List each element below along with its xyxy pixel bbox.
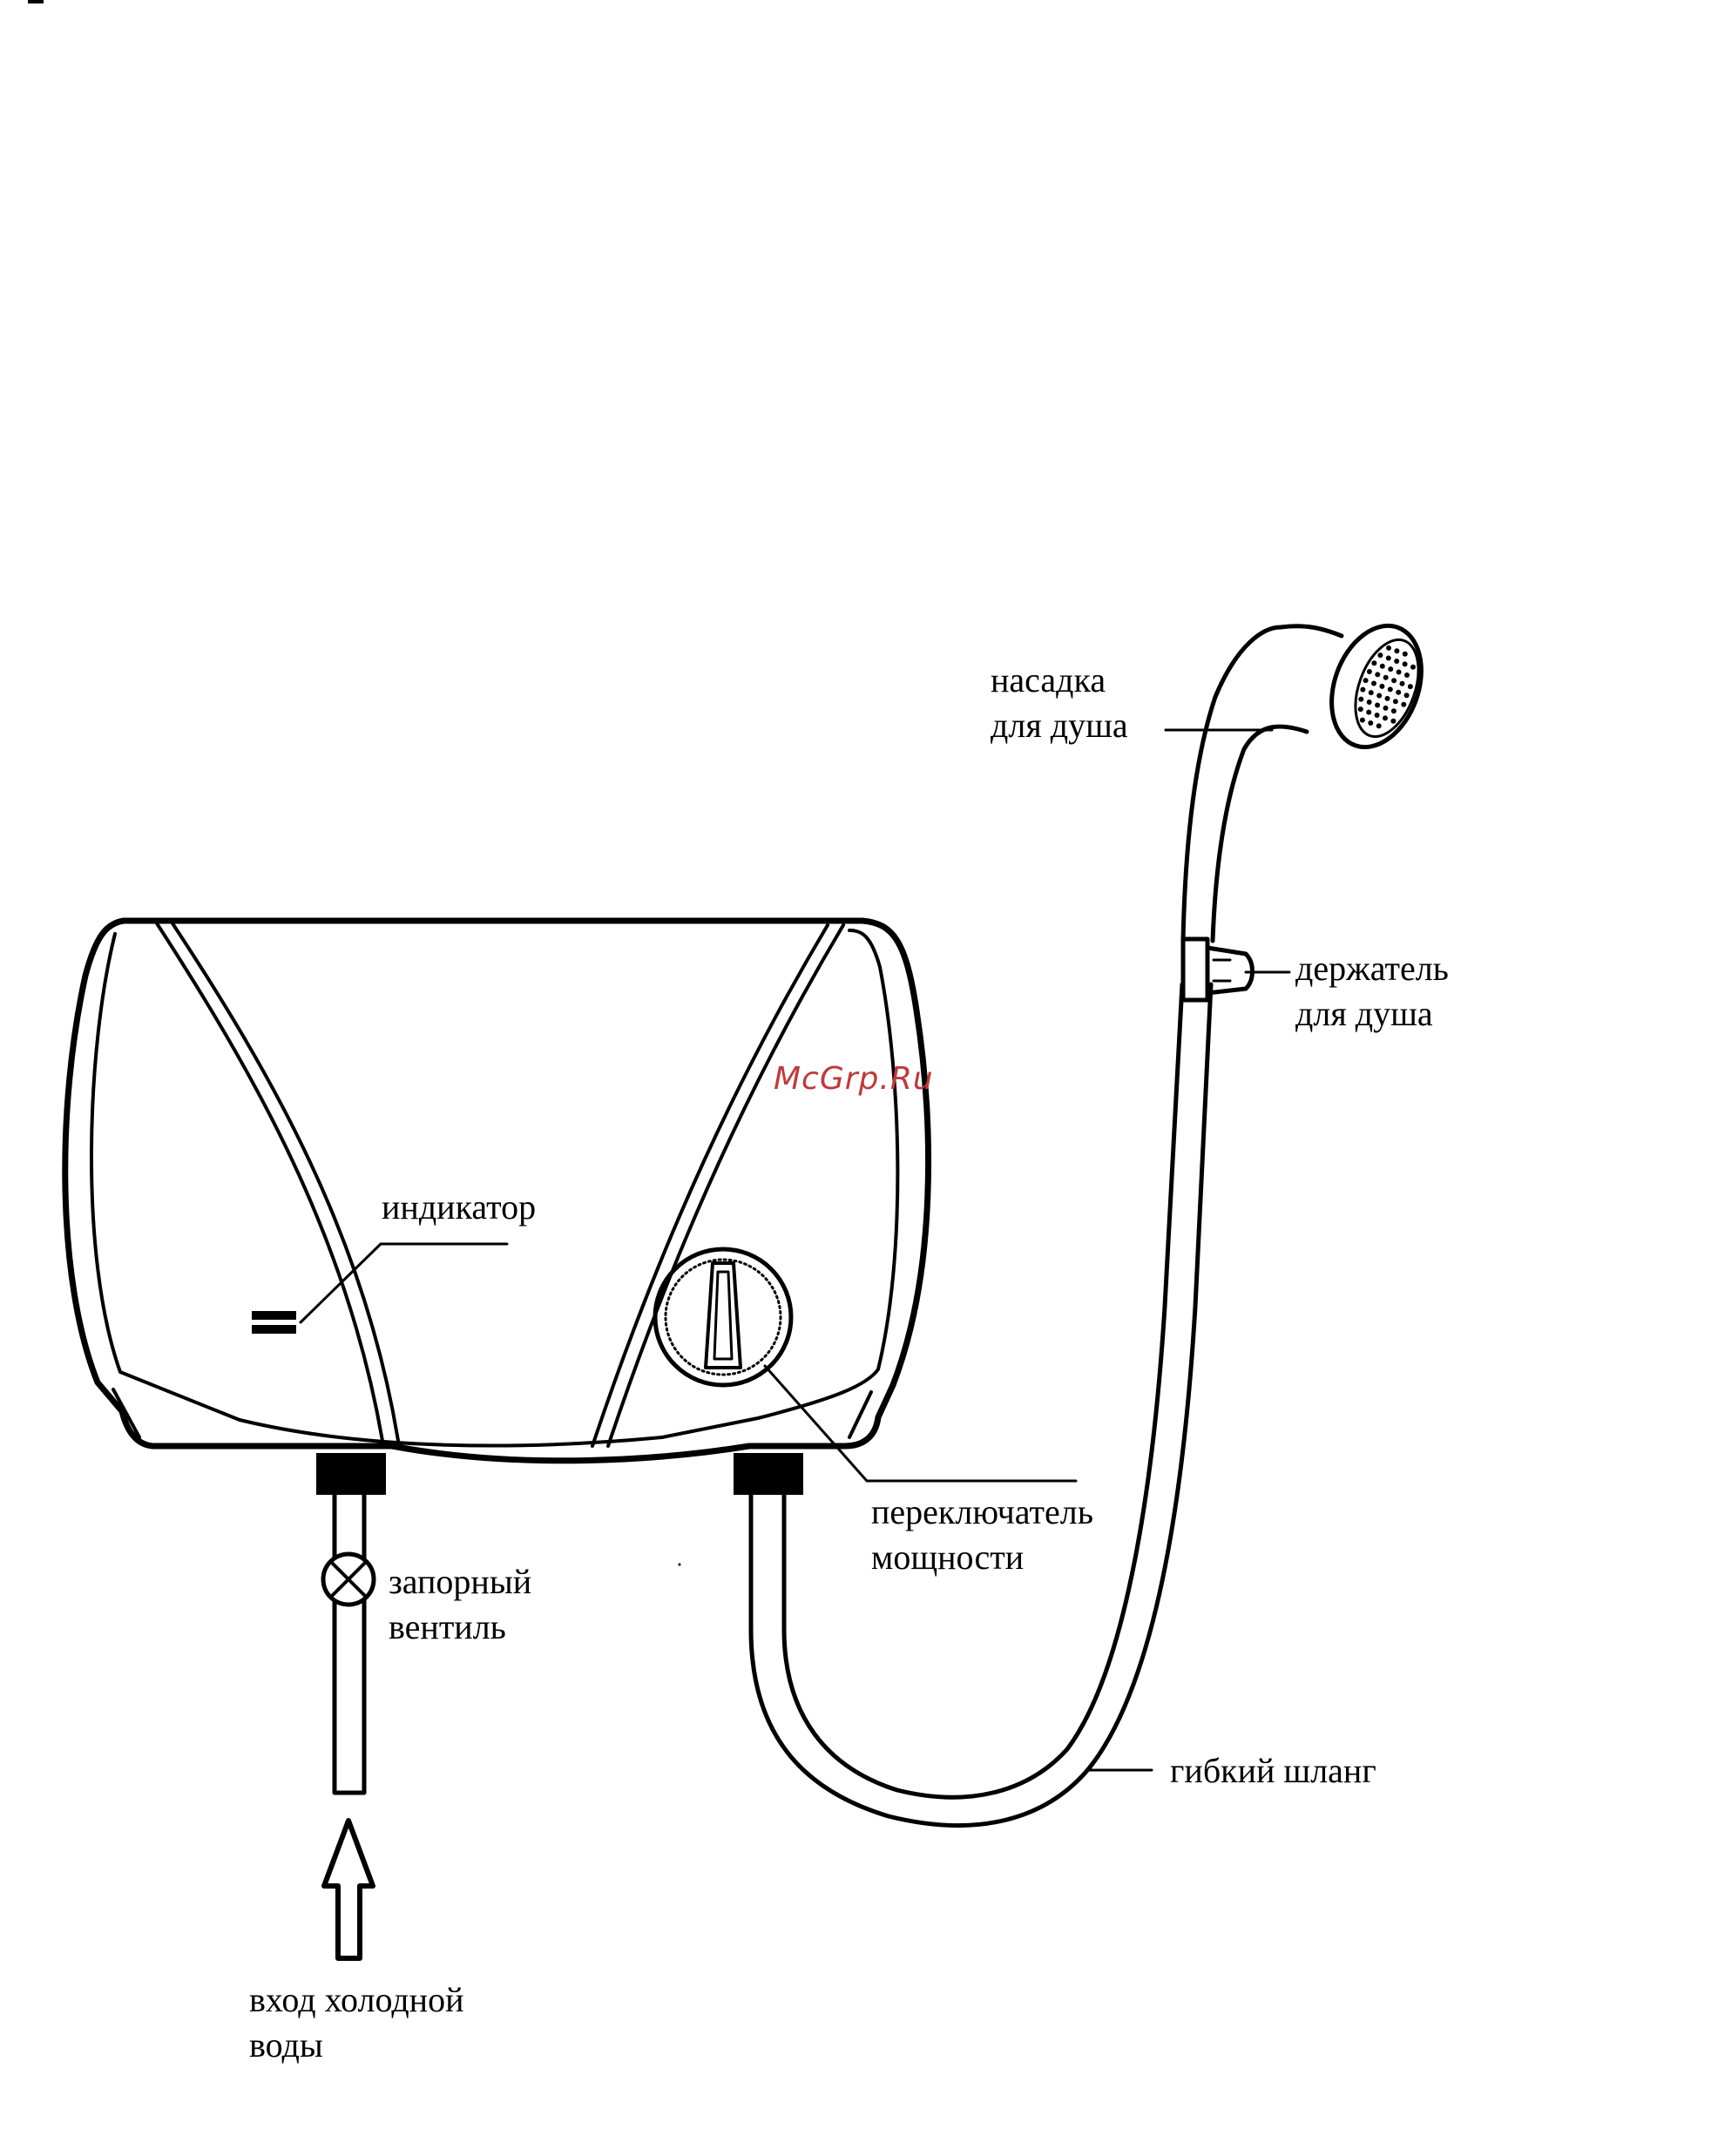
shower-nozzle-dot	[1390, 719, 1396, 724]
shower-nozzle-dot	[1358, 706, 1363, 712]
shower-nozzle-dot	[1371, 660, 1376, 666]
outlet-fitting	[734, 1453, 803, 1495]
power-switch-knob	[655, 1249, 791, 1385]
shower-nozzle-dot	[1386, 645, 1391, 651]
shower-head-label-line-2: для душа	[991, 703, 1128, 748]
shower-nozzle-dot	[1393, 699, 1398, 704]
shower-nozzle-dot	[1385, 696, 1390, 701]
indicator-label: индикатор	[382, 1185, 536, 1230]
shower-nozzle-dot	[1401, 702, 1406, 707]
flexible-hose-outer	[751, 984, 1211, 1826]
shutoff-valve-icon	[323, 1554, 374, 1605]
shower-nozzle-dot	[1375, 713, 1380, 718]
shower-nozzle-dot	[1403, 652, 1408, 657]
shower-nozzle-dot	[1383, 706, 1389, 711]
watermark: McGrp.Ru	[774, 1061, 934, 1097]
shower-nozzle-dot	[1400, 681, 1405, 686]
shower-head-label-line-1: насадка	[991, 658, 1128, 703]
shower-nozzle-dot	[1363, 678, 1369, 683]
shower-nozzle-dot	[1377, 652, 1383, 658]
cold-water-inlet-label-line-2: воды	[249, 2023, 463, 2068]
shower-nozzle-dot	[1360, 687, 1365, 693]
shower-nozzle-dot	[1408, 684, 1413, 689]
shower-holder-label: держатель для душа	[1295, 946, 1449, 1037]
shower-nozzle-dot	[1394, 659, 1399, 664]
shower-nozzle-dot	[1380, 664, 1385, 669]
shower-handle	[1183, 626, 1342, 941]
shower-holder-label-line-1: держатель	[1295, 946, 1449, 991]
speck	[679, 1564, 681, 1566]
shower-nozzle-dot	[1379, 684, 1384, 689]
shower-nozzle-dot	[1396, 690, 1401, 695]
shower-nozzle-dot	[1368, 720, 1373, 726]
shower-nozzle-dot	[1388, 686, 1393, 692]
flexible-hose-label: гибкий шланг	[1170, 1748, 1376, 1794]
shower-nozzle-dot	[1394, 648, 1399, 653]
shower-nozzle-dot	[1376, 693, 1382, 699]
cold-inlet-fitting	[316, 1453, 386, 1495]
shower-nozzle-dot	[1383, 675, 1389, 680]
cold-water-inlet-label: вход холодной воды	[249, 1977, 463, 2068]
shower-holder-label-line-2: для душа	[1295, 991, 1449, 1037]
shower-nozzle-dot	[1391, 678, 1397, 683]
shutoff-valve-label-line-1: запорный	[389, 1559, 531, 1605]
power-switch-label-line-2: мощности	[871, 1535, 1093, 1580]
indicator-label-line-1: индикатор	[382, 1185, 536, 1230]
shutoff-valve-label-line-2: вентиль	[389, 1605, 531, 1650]
shower-nozzle-dot	[1388, 666, 1393, 672]
power-switch-leader-line	[765, 1366, 1076, 1481]
shower-nozzle-dot	[1383, 715, 1388, 720]
shower-holder-bracket	[1183, 939, 1253, 1000]
shower-nozzle-dot	[1371, 681, 1376, 686]
cold-inlet-pipe	[335, 1495, 364, 1793]
shower-nozzle-dot	[1397, 670, 1402, 675]
shower-head-label: насадка для душа	[991, 658, 1128, 748]
shower-nozzle-dot	[1376, 723, 1382, 728]
shower-nozzle-dot	[1410, 665, 1416, 670]
power-switch-label-line-1: переключатель	[871, 1490, 1093, 1535]
cold-water-arrow	[324, 1821, 373, 1958]
shower-nozzle-dot	[1375, 703, 1380, 708]
shower-nozzle-dot	[1360, 718, 1365, 723]
heater-left-swoosh-outer	[157, 923, 383, 1446]
power-switch-label: переключатель мощности	[871, 1490, 1093, 1580]
shower-nozzle-dot	[1391, 708, 1397, 713]
shower-nozzle-dot	[1375, 672, 1380, 677]
shower-nozzle-dot	[1404, 693, 1410, 698]
indicator-light	[252, 1311, 296, 1334]
shower-nozzle-dot	[1366, 710, 1371, 715]
shower-nozzle-dot	[1367, 669, 1372, 674]
shower-nozzle-dot	[1403, 661, 1408, 666]
flexible-hose-label-line-1: гибкий шланг	[1170, 1748, 1376, 1794]
shower-nozzle-dot	[1404, 672, 1410, 678]
shower-nozzle-dot	[1369, 690, 1374, 695]
shutoff-valve-label: запорный вентиль	[389, 1559, 531, 1650]
cold-water-inlet-label-line-1: вход холодной	[249, 1977, 463, 2023]
shower-nozzle-dot	[1367, 700, 1372, 705]
shower-nozzle-dot	[1386, 656, 1391, 661]
shower-nozzle-dot	[1358, 697, 1363, 702]
